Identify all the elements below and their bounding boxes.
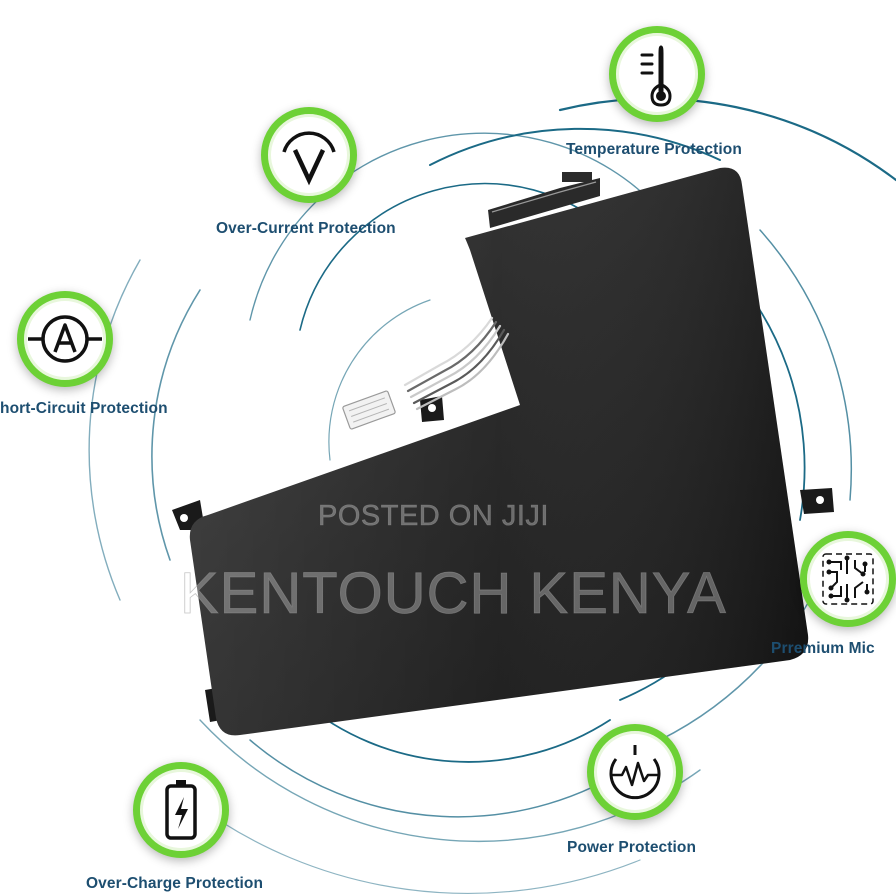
circuit-chip-icon bbox=[822, 553, 874, 605]
watermark-brand: KENTOUCH KENYA bbox=[180, 561, 727, 627]
arc-left bbox=[151, 289, 201, 561]
arc-inner-3 bbox=[328, 299, 431, 461]
arc-inner-1 bbox=[299, 182, 621, 331]
label-power: Power Protection bbox=[567, 839, 697, 856]
badge-premium bbox=[800, 531, 896, 627]
ammeter-icon bbox=[28, 315, 102, 363]
arc-inner-2 bbox=[249, 132, 661, 321]
watermark-posted: POSTED ON JIJI bbox=[318, 500, 549, 533]
arc-left-2 bbox=[88, 259, 141, 601]
battery-wires bbox=[403, 316, 510, 411]
badge-over-current bbox=[261, 107, 357, 203]
badge-power bbox=[587, 724, 683, 820]
badge-short-circuit bbox=[17, 291, 113, 387]
arc-bottom-2 bbox=[249, 739, 641, 818]
battery-connector bbox=[342, 390, 396, 430]
label-over-current: Over-Current Protection bbox=[216, 220, 396, 237]
arc-far-bottom bbox=[189, 799, 641, 895]
label-short-circuit: hort-Circuit Protection bbox=[0, 400, 168, 417]
battery-ridge bbox=[488, 172, 600, 228]
label-over-charge: Over-Charge Protection bbox=[86, 875, 264, 892]
arc-bottom-1 bbox=[299, 699, 611, 763]
battery-charge-icon bbox=[165, 780, 197, 840]
label-temperature: Temperature Protection bbox=[566, 141, 742, 158]
volt-meter-icon bbox=[282, 131, 336, 186]
arc-right-2 bbox=[759, 229, 853, 501]
badge-over-charge bbox=[133, 762, 229, 858]
thermometer-icon bbox=[640, 45, 672, 107]
arc-outer-top-2 bbox=[558, 97, 896, 182]
badge-temperature bbox=[609, 26, 705, 122]
label-premium: Prremium Mic bbox=[771, 640, 875, 657]
power-wave-icon bbox=[609, 745, 661, 800]
arc-outer-top bbox=[429, 127, 721, 166]
